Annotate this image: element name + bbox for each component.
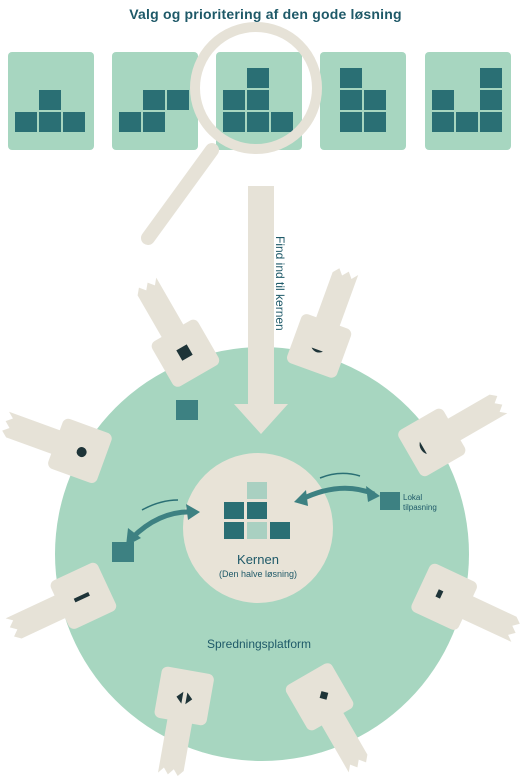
curved-arrow-icon [126,499,200,546]
solution-card-5 [425,52,511,150]
solution-card-1 [8,52,94,150]
core-blocks [224,482,290,539]
down-arrow-icon [234,186,288,434]
platform-label: Spredningsplatform [207,637,311,651]
block-icon [176,400,198,420]
local-label-line2: tilpasning [403,503,437,512]
key-icon [144,665,215,777]
core-label: Kernen [237,552,279,567]
key-icon [409,561,528,655]
key-icon [396,379,515,479]
local-label-line1: Lokal [403,493,422,502]
key-icon [285,261,372,380]
solution-card-4 [320,52,406,150]
solution-card-3 [216,52,302,150]
key-icon [122,270,222,389]
key-icon [0,398,114,485]
curved-arrow-icon [294,472,380,506]
key-icon [0,560,119,654]
diagram-title: Valg og prioritering af den gode løsning [129,6,402,22]
arrow-label: Find ind til kernen [273,236,287,331]
key-icon [283,661,383,777]
block-icon [112,542,134,562]
magnifier-icon [141,22,322,245]
solution-card-2 [112,52,198,150]
core-sublabel: (Den halve løsning) [219,569,297,579]
block-icon [380,492,400,510]
